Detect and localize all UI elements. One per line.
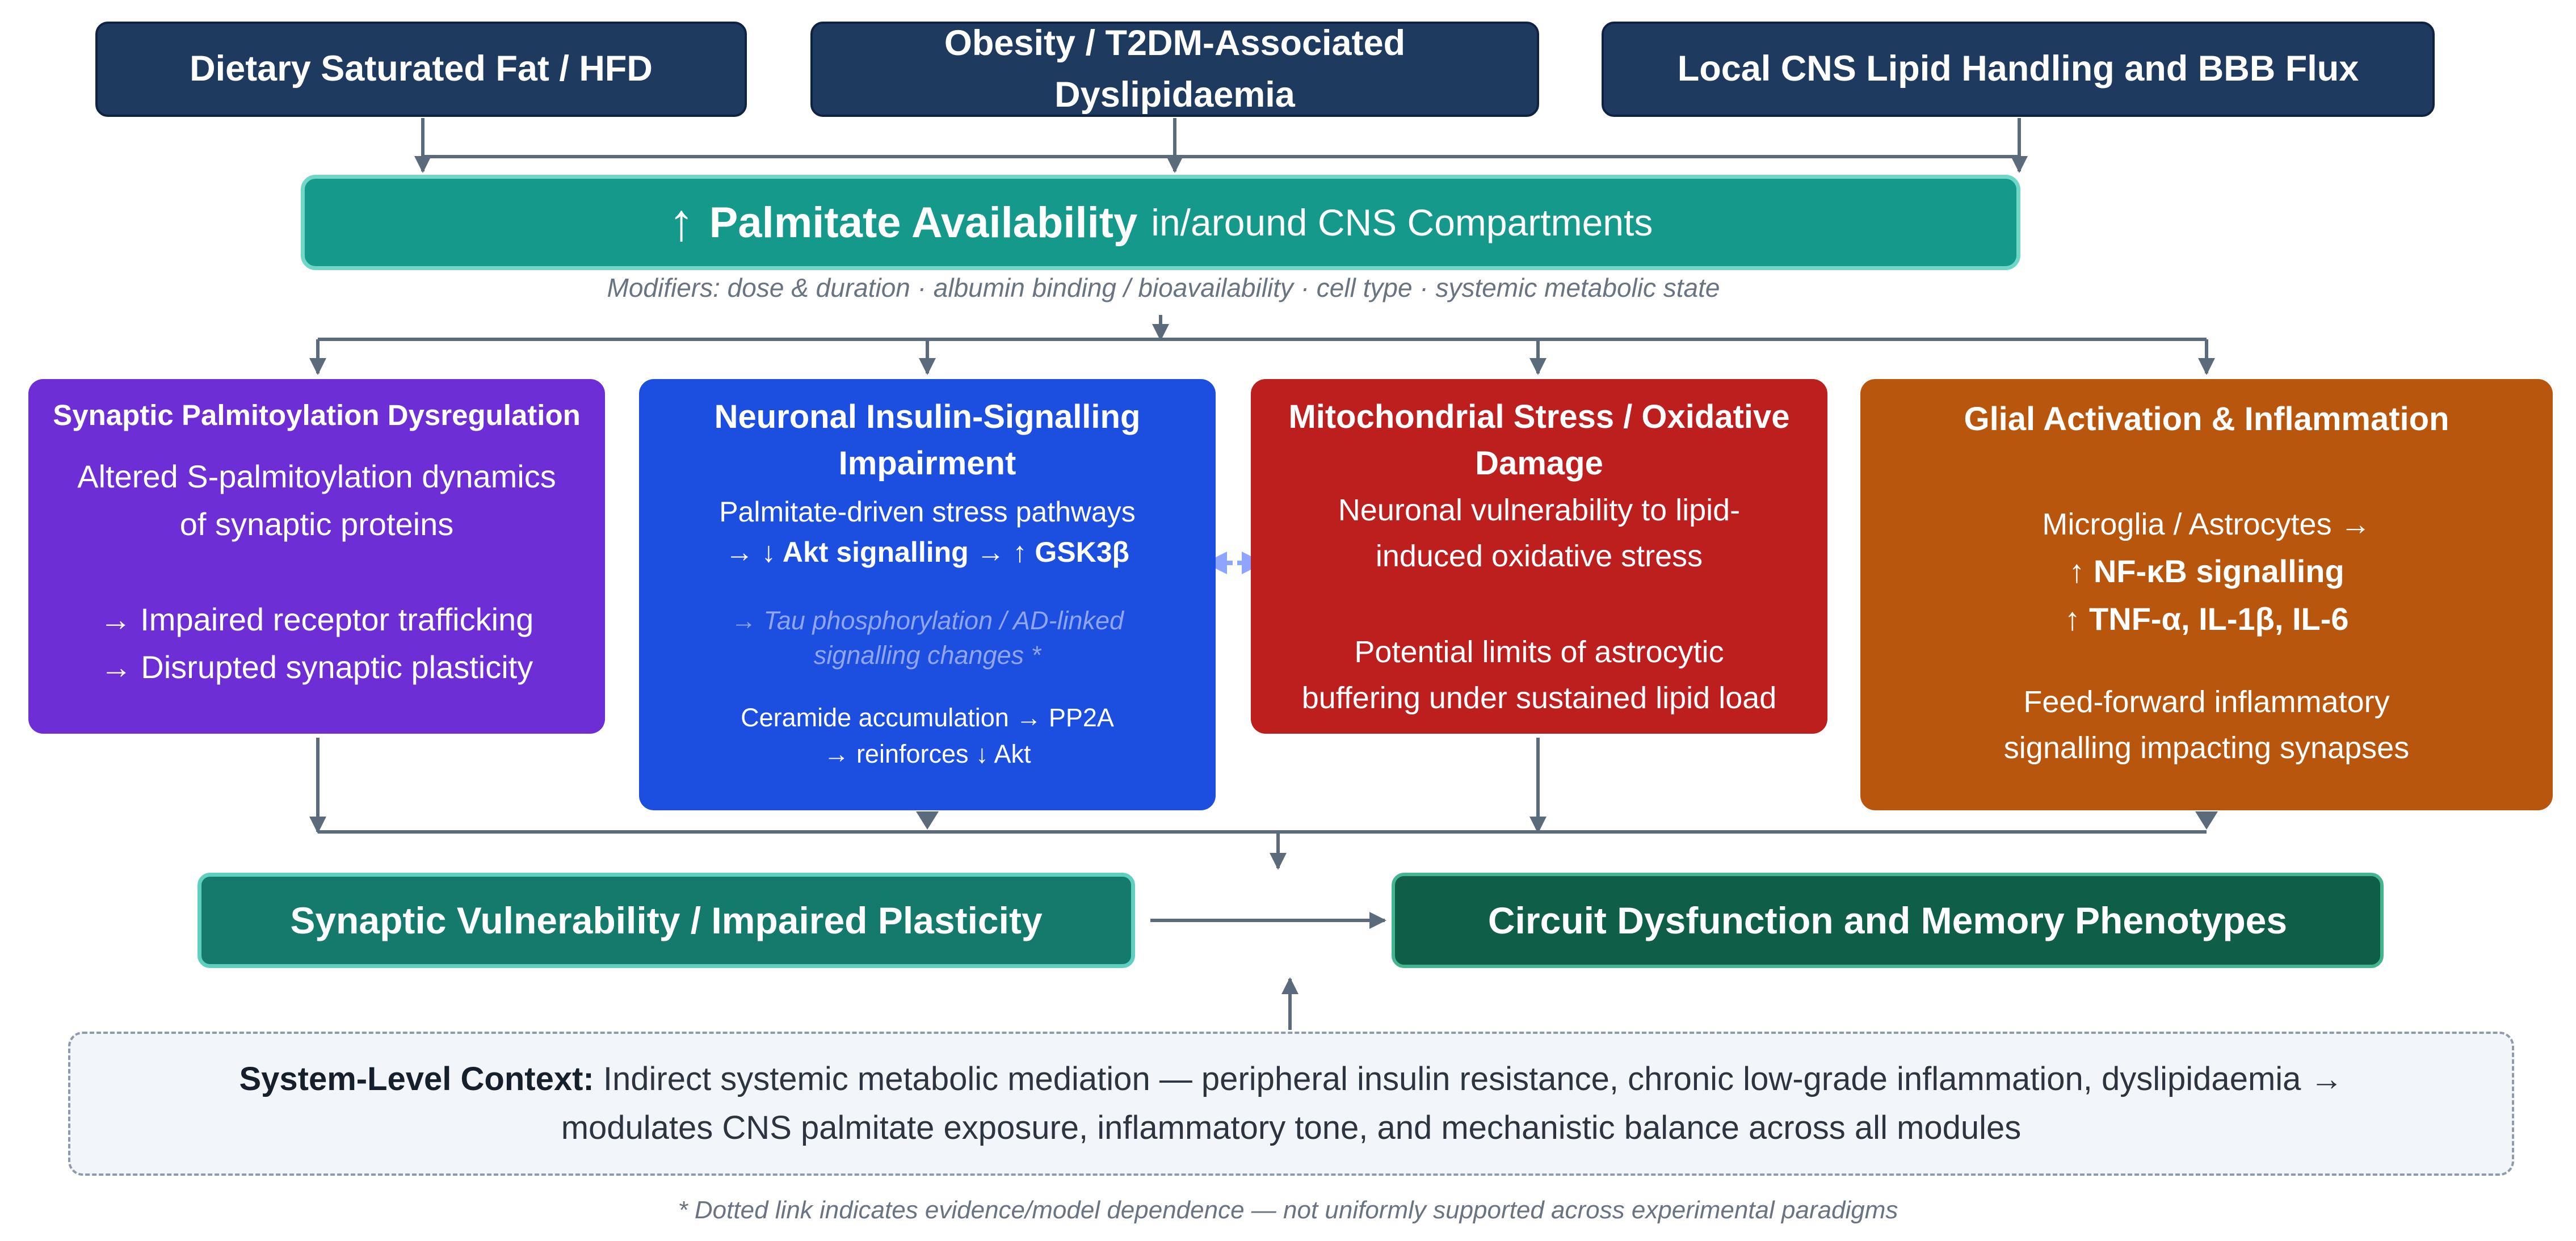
synaptic-module-title: Synaptic Palmitoylation Dysregulation: [53, 399, 581, 431]
glial-line-1: Microglia / Astrocytes →: [2042, 507, 2371, 542]
synaptic-line-1: Altered S-palmitoylation dynamics: [77, 458, 556, 495]
source-cns-lipid-label: Local CNS Lipid Handling and BBB Flux: [1677, 49, 2359, 89]
source-cns-lipid: Local CNS Lipid Handling and BBB Flux: [1602, 22, 2435, 117]
outcome-synaptic-vulnerability: Synaptic Vulnerability / Impaired Plasti…: [197, 873, 1135, 968]
context-line-1: System-Level Context: Indirect systemic …: [239, 1055, 2343, 1104]
synaptic-line-3: → Impaired receptor trafficking: [99, 601, 534, 638]
mito-title-line2: Damage: [1475, 445, 1603, 482]
source-obesity-line2: Dyslipidaemia: [1054, 75, 1295, 115]
insulin-title-line2: Impairment: [838, 445, 1016, 482]
palmitate-availability-box: ↑ Palmitate Availability in/around CNS C…: [301, 175, 2020, 270]
glial-bus-notch: [2195, 811, 2218, 830]
insulin-ceramide-line-1: Ceramide accumulation → PP2A: [741, 703, 1114, 733]
context-label: System-Level Context:: [239, 1061, 594, 1098]
insulin-bus-notch: [916, 811, 939, 830]
source-obesity-line1: Obesity / T2DM-Associated: [944, 23, 1406, 63]
outcome-circuit-dysfunction: Circuit Dysfunction and Memory Phenotype…: [1392, 873, 2384, 968]
module-synaptic-palmitoylation: Synaptic Palmitoylation Dysregulation Al…: [28, 379, 605, 734]
module-insulin-signalling: Neuronal Insulin-Signalling Impairment P…: [639, 379, 1216, 810]
mito-line-3: Potential limits of astrocytic: [1354, 634, 1724, 669]
insulin-tau-line-2: signalling changes *: [813, 640, 1041, 670]
mito-line-4: buffering under sustained lipid load: [1301, 680, 1777, 715]
synaptic-line-2: of synaptic proteins: [179, 506, 454, 542]
insulin-tau-line-1: → Tau phosphorylation / AD-linked: [730, 605, 1124, 635]
modifiers-note: Modifiers: dose & duration · albumin bin…: [607, 273, 1720, 302]
module-mitochondrial-stress: Mitochondrial Stress / Oxidative Damage …: [1251, 379, 1827, 734]
glial-module-title: Glial Activation & Inflammation: [1964, 401, 2449, 437]
synaptic-line-4: → Disrupted synaptic plasticity: [100, 649, 533, 685]
palmitate-title: Palmitate Availability: [709, 198, 1138, 247]
context-text-1: Indirect systemic metabolic mediation — …: [603, 1061, 2343, 1098]
insulin-title-line1: Neuronal Insulin-Signalling: [714, 398, 1141, 435]
glial-line-5: signalling impacting synapses: [2003, 731, 2410, 765]
insulin-line-2: → ↓ Akt signalling → ↑ GSK3β: [725, 536, 1130, 568]
glial-line-4: Feed-forward inflammatory: [2023, 685, 2390, 720]
mito-title-line1: Mitochondrial Stress / Oxidative: [1288, 398, 1790, 435]
glial-line-3: ↑ TNF-α, IL-1β, IL-6: [2064, 601, 2349, 637]
footnote: * Dotted link indicates evidence/model d…: [678, 1196, 1898, 1224]
system-level-context-box: System-Level Context: Indirect systemic …: [68, 1032, 2514, 1176]
mito-line-2: induced oxidative stress: [1375, 539, 1703, 573]
up-arrow-icon: ↑: [668, 193, 695, 251]
module-glial-inflammation: Glial Activation & Inflammation Microgli…: [1860, 379, 2553, 810]
mito-line-1: Neuronal vulnerability to lipid-: [1338, 493, 1741, 527]
context-text-2: modulates CNS palmitate exposure, inflam…: [561, 1109, 2022, 1146]
outcome-circuit-label: Circuit Dysfunction and Memory Phenotype…: [1487, 899, 2288, 941]
insulin-line-1: Palmitate-driven stress pathways: [719, 495, 1136, 528]
palmitate-subtitle: in/around CNS Compartments: [1151, 201, 1653, 243]
source-dietary-fat-label: Dietary Saturated Fat / HFD: [190, 49, 653, 89]
insulin-ceramide-line-2: → reinforces ↓ Akt: [823, 739, 1031, 768]
outcome-synaptic-label: Synaptic Vulnerability / Impaired Plasti…: [290, 899, 1043, 941]
source-dietary-fat: Dietary Saturated Fat / HFD: [95, 22, 747, 117]
glial-line-2: ↑ NF-κB signalling: [2069, 553, 2344, 590]
source-obesity-t2dm: Obesity / T2DM-Associated Dyslipidaemia: [810, 22, 1539, 117]
